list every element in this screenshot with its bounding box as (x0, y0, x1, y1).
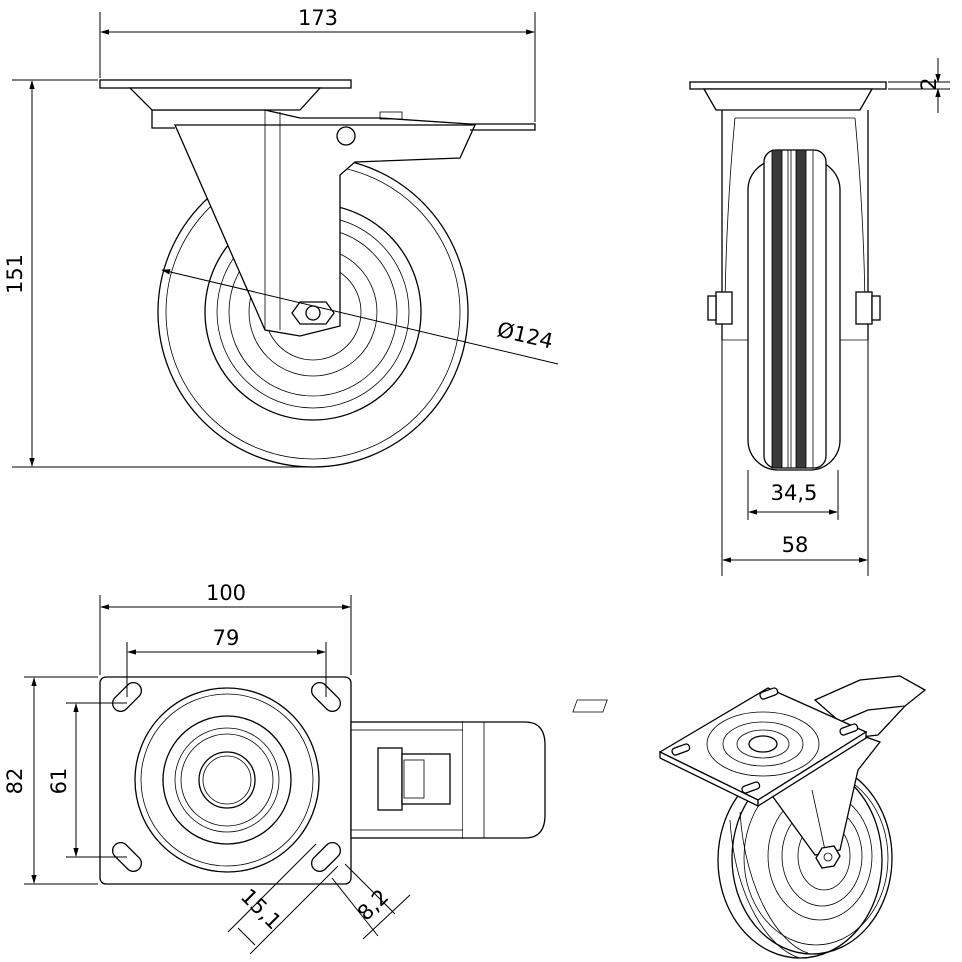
plate-height-dimension: 82 (3, 768, 27, 795)
swivel-bearing (134, 687, 320, 873)
top-view: 100 79 82 61 15,1 8,2 (3, 581, 546, 955)
brake-pedal (350, 721, 546, 839)
wheel-diameter-dimension: Ø124 (495, 317, 556, 353)
plate-width-dimension: 100 (206, 581, 246, 605)
front-view: 173 151 Ø124 (3, 6, 559, 468)
mounting-slots (111, 681, 342, 873)
iso-top-plate (658, 687, 868, 808)
side-width-dimension: 58 (782, 533, 809, 557)
side-view: 2 34,5 58 (689, 58, 950, 576)
isometric-view (572, 675, 927, 959)
side-wheel (747, 149, 841, 471)
side-top-plate (689, 81, 887, 90)
plate-thickness-dimension: 2 (917, 77, 941, 90)
slot-width-dimension: 8,2 (353, 885, 394, 926)
front-axle-nut (291, 301, 335, 325)
wheel-width-dimension: 34,5 (771, 481, 818, 505)
front-fork (151, 109, 536, 337)
front-height-dimension: 151 (3, 254, 27, 294)
side-axle-nuts (707, 291, 881, 325)
front-width-dimension: 173 (298, 6, 338, 30)
hole-spacing-y-dimension: 61 (47, 768, 71, 795)
slot-length-dimension: 15,1 (236, 884, 286, 934)
hole-spacing-x-dimension: 79 (213, 626, 240, 650)
front-top-plate (99, 79, 352, 111)
